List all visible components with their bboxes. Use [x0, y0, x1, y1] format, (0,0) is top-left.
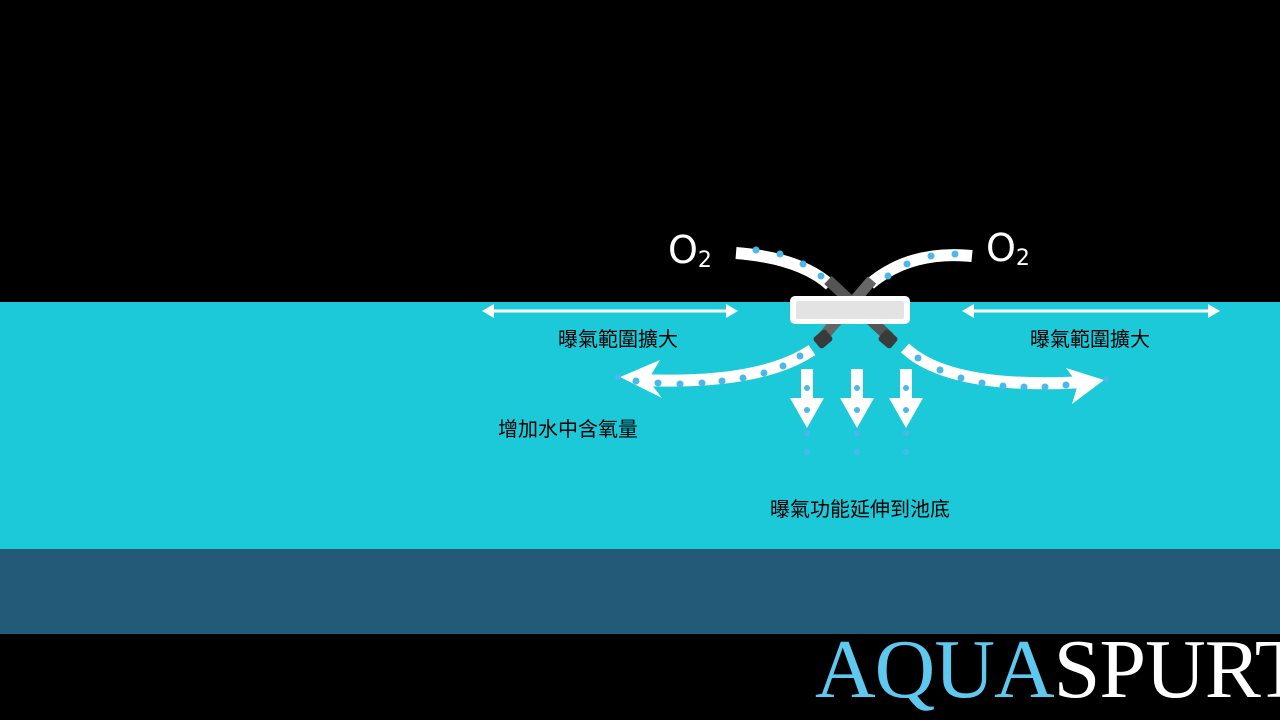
range-arrow-right	[962, 304, 1220, 318]
outflow-arrow-left	[615, 344, 816, 398]
air-intake-left	[735, 246, 835, 290]
footer-band	[0, 634, 1280, 720]
down-arrow-1	[790, 369, 824, 455]
logo-part-spurt: SPURT	[1053, 623, 1280, 716]
air-intake-right	[866, 249, 973, 289]
outflow-arrow-right	[900, 343, 1109, 404]
oxygen-label-right: O2	[986, 226, 1030, 271]
oxygen-increase-label: 增加水中含氧量	[498, 417, 638, 441]
aerator-unit	[790, 296, 910, 324]
range-arrow-left	[482, 304, 738, 318]
depth-label: 曝氣功能延伸到池底	[770, 497, 950, 521]
down-arrow-3	[889, 369, 923, 455]
logo-part-aqua: AQUA	[815, 623, 1055, 716]
range-label-right: 曝氣範圍擴大	[1030, 327, 1150, 351]
range-label-left: 曝氣範圍擴大	[558, 327, 678, 351]
brand-logo: AQUASPURT	[815, 628, 1280, 712]
down-arrow-2	[840, 369, 874, 455]
pond-bottom-layer	[0, 549, 1280, 634]
oxygen-label-left: O2	[668, 228, 712, 273]
sky-background	[0, 0, 1280, 302]
water-layer	[0, 302, 1280, 549]
